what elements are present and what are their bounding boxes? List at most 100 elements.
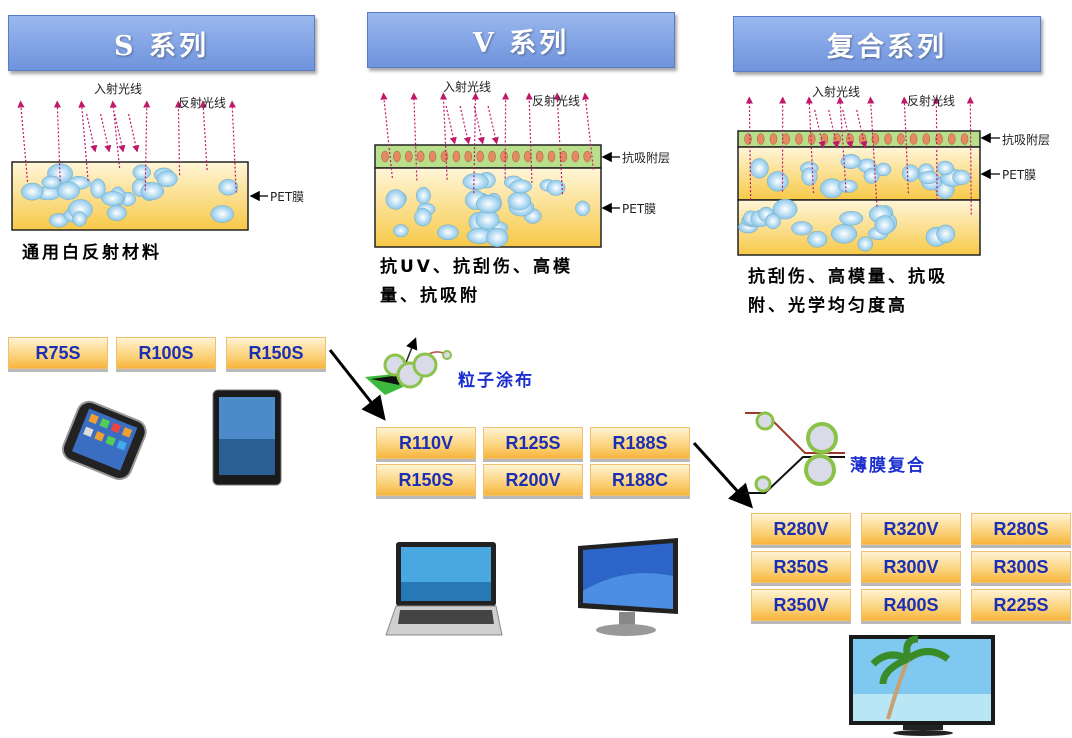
- monitor-image: [578, 538, 678, 636]
- scatter-bubble: [807, 230, 828, 248]
- product-r400s[interactable]: R400S: [861, 589, 961, 621]
- scatter-bubble: [830, 224, 858, 244]
- reflected-ray: [582, 92, 594, 170]
- incident-ray: [473, 105, 485, 145]
- caption-line: 抗刮伤、高模量、抗吸: [748, 267, 948, 287]
- reflected-ray: [553, 92, 564, 195]
- scatter-bubble: [106, 204, 127, 221]
- scatter-bubble: [385, 189, 406, 210]
- coating-particle: [452, 150, 461, 163]
- reflected-ray: [867, 96, 878, 207]
- incident-ray: [100, 113, 112, 153]
- product-r300v[interactable]: R300V: [861, 551, 961, 583]
- coating-particle: [500, 150, 508, 163]
- reflected-light-label: 反射光线: [907, 94, 956, 108]
- scatter-bubble: [952, 169, 971, 185]
- scatter-bubble: [393, 224, 409, 238]
- coating-particle: [416, 150, 425, 163]
- scatter-bubble: [475, 194, 502, 214]
- coating-particle: [440, 150, 449, 163]
- caption-line: 量、抗吸附: [380, 286, 480, 306]
- coating-particle: [897, 133, 905, 145]
- coating-particle: [807, 133, 816, 145]
- caption-line: 附、光学均匀度高: [748, 296, 908, 316]
- reflected-ray: [932, 96, 941, 201]
- product-r110v[interactable]: R110V: [376, 427, 476, 459]
- incident-ray: [814, 109, 826, 149]
- coating-particle: [948, 133, 956, 145]
- scatter-bubble: [772, 198, 798, 220]
- scatter-bubble: [857, 236, 874, 252]
- scatter-bubble: [765, 213, 781, 230]
- scatter-bubble: [801, 167, 818, 186]
- composite-series-caption: 抗刮伤、高模量、抗吸 附、光学均匀度高: [748, 263, 948, 321]
- scatter-bubble: [918, 171, 940, 184]
- scatter-bubble: [414, 207, 432, 227]
- v-series-caption: 抗UV、抗刮伤、高模 量、抗吸附: [380, 253, 573, 311]
- scatter-bubble: [837, 179, 858, 193]
- product-r280v[interactable]: R280V: [751, 513, 851, 545]
- composite-series-film-diagram: [737, 96, 1000, 256]
- coating-particle: [535, 150, 544, 163]
- reflected-light-label: 反射光线: [178, 96, 227, 110]
- scatter-bubble: [415, 186, 431, 205]
- scatter-bubble: [101, 191, 124, 206]
- reflected-ray: [525, 92, 533, 183]
- product-r150s[interactable]: R150S: [226, 337, 326, 369]
- scatter-bubble: [90, 178, 106, 199]
- reflected-ray: [745, 96, 754, 201]
- product-r200v[interactable]: R200V: [483, 464, 583, 496]
- product-r320v[interactable]: R320V: [861, 513, 961, 545]
- coating-particle: [884, 133, 892, 145]
- pet-film-label: PET膜: [1002, 168, 1037, 182]
- coating-particle: [744, 133, 752, 145]
- scatter-bubble: [936, 224, 956, 244]
- product-r280s[interactable]: R280S: [971, 513, 1071, 545]
- scatter-bubble: [546, 179, 566, 196]
- product-r188c[interactable]: R188C: [590, 464, 690, 496]
- scatter-bubble: [462, 173, 489, 191]
- tablet-image: [212, 389, 282, 486]
- scatter-bubble: [749, 158, 769, 179]
- incident-ray: [114, 113, 126, 153]
- coating-particle: [464, 150, 473, 163]
- product-r225s[interactable]: R225S: [971, 589, 1071, 621]
- product-r350s[interactable]: R350S: [751, 551, 851, 583]
- product-r125s[interactable]: R125S: [483, 427, 583, 459]
- reflected-light-label: 反射光线: [532, 94, 581, 108]
- reflected-ray: [380, 92, 393, 179]
- reflected-ray: [53, 100, 61, 182]
- product-r300s[interactable]: R300S: [971, 551, 1071, 583]
- incident-ray: [856, 109, 868, 149]
- reflected-ray: [900, 96, 910, 194]
- scatter-bubble: [218, 179, 239, 196]
- reflected-ray: [805, 96, 815, 194]
- pet-film-label: PET膜: [622, 202, 657, 216]
- scatter-bubble: [901, 164, 920, 182]
- product-r75s[interactable]: R75S: [8, 337, 108, 369]
- product-r100s[interactable]: R100S: [116, 337, 216, 369]
- product-r188s[interactable]: R188S: [590, 427, 690, 459]
- scatter-bubble: [156, 170, 178, 188]
- scatter-bubble: [210, 205, 234, 223]
- anti-adsorption-layer-label: 抗吸附层: [1002, 133, 1051, 147]
- product-r150s[interactable]: R150S: [376, 464, 476, 496]
- coating-particle: [756, 133, 765, 145]
- arrow-v-to-composite: [692, 441, 754, 509]
- scatter-bubble: [863, 168, 880, 184]
- composite-series-header: 复合系列: [733, 16, 1041, 72]
- scatter-bubble: [840, 153, 861, 169]
- laptop-image: [385, 542, 503, 636]
- incident-ray: [86, 113, 98, 153]
- coating-particle: [909, 133, 918, 145]
- coating-particle: [583, 150, 591, 163]
- coating-particle: [381, 150, 389, 163]
- coating-particle: [795, 133, 803, 145]
- coating-particle: [476, 150, 484, 163]
- product-r350v[interactable]: R350V: [751, 589, 851, 621]
- film-lamination-roller-icon: [745, 411, 845, 494]
- scatter-bubble: [486, 227, 509, 247]
- scatter-bubble: [57, 181, 80, 200]
- incident-ray: [487, 105, 499, 145]
- reflected-ray: [78, 100, 89, 181]
